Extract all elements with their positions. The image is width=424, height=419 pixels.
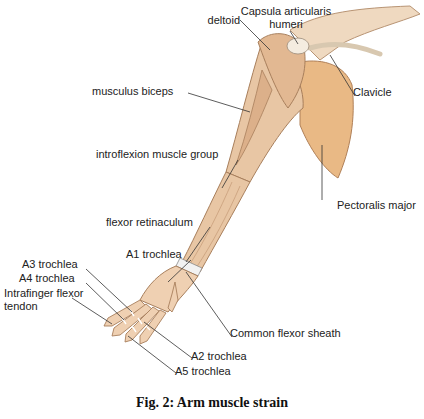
part-label: A1 trochlea — [126, 248, 196, 261]
fingers — [104, 282, 178, 344]
part-label: Capsula articularis humeri — [236, 5, 336, 31]
pulley-bands — [122, 310, 150, 332]
joint-capsule — [287, 38, 309, 54]
forearm-tendons — [190, 182, 240, 268]
biceps-shape — [236, 70, 272, 165]
figure-caption: Fig. 2: Arm muscle strain — [0, 395, 424, 411]
part-label: musculus biceps — [92, 85, 192, 98]
clavicle-bone — [310, 45, 380, 54]
pectoralis-shape — [300, 61, 353, 178]
part-label: Intrafinger flexor tendon — [4, 287, 84, 313]
part-label: Clavicle — [353, 86, 413, 99]
part-label: deltoid — [190, 14, 240, 27]
part-label: Common flexor sheath — [230, 327, 360, 340]
part-label: A4 trochlea — [19, 272, 87, 285]
part-label: A3 trochlea — [22, 258, 88, 271]
part-label: Pectoralis major — [337, 199, 424, 212]
leader-lines — [72, 20, 355, 373]
part-label: flexor retinaculum — [106, 216, 216, 229]
palm — [140, 266, 198, 312]
part-label: introflexion muscle group — [96, 148, 246, 161]
part-label: A2 trochlea — [191, 350, 261, 363]
part-label: A5 trochlea — [175, 365, 245, 378]
